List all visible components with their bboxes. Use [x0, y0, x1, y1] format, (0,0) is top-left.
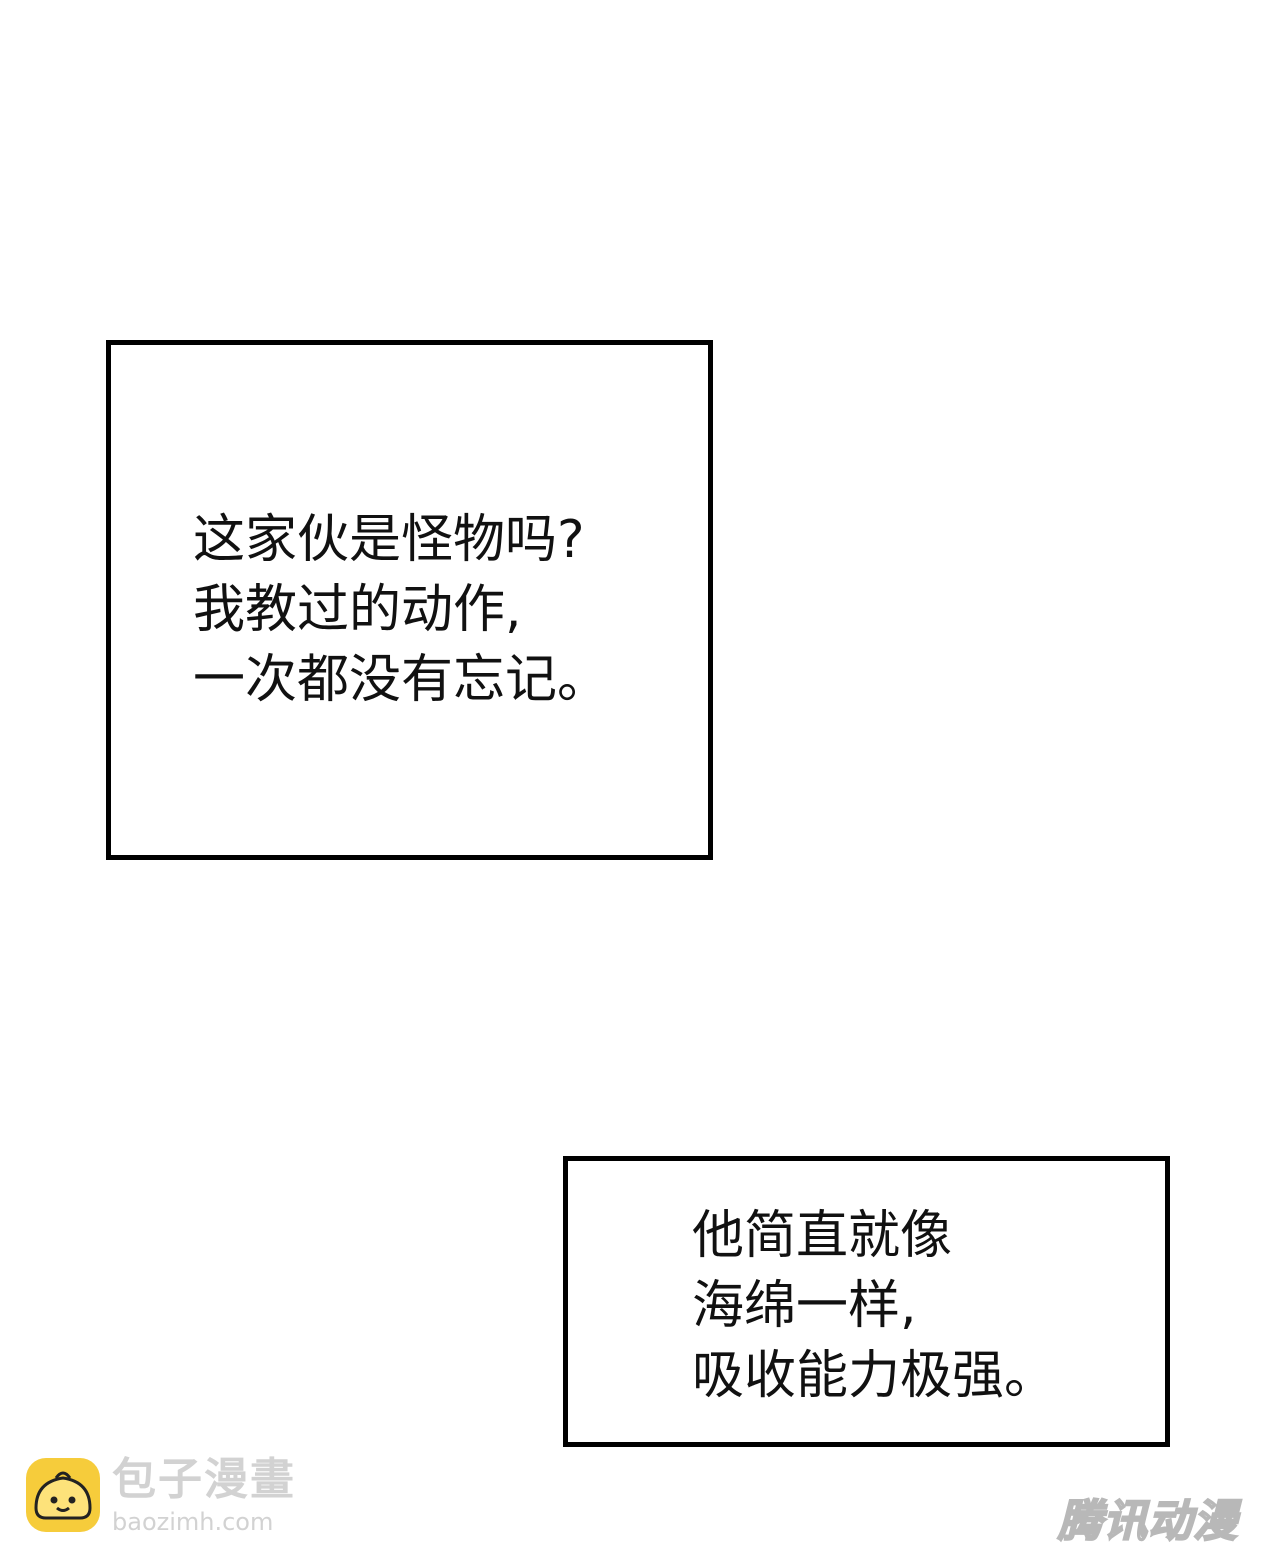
publisher-logo-text: 腾讯动漫	[1057, 1495, 1238, 1548]
site-url: baozimh.com	[112, 1508, 274, 1536]
caption-line: 他简直就像	[692, 1206, 953, 1266]
bun-mascot-icon	[26, 1458, 100, 1532]
caption-line: 一次都没有忘记。	[193, 650, 610, 710]
caption-text: 他简直就像 海绵一样, 吸收能力极强。	[692, 1201, 1056, 1411]
caption-line: 吸收能力极强。	[692, 1346, 1057, 1406]
caption-line: 海绵一样,	[692, 1276, 917, 1336]
caption-line: 这家伙是怪物吗?	[193, 510, 585, 570]
caption-line: 我教过的动作,	[193, 580, 522, 640]
site-watermark: 包子漫畫 baozimh.com	[26, 1454, 326, 1540]
caption-box-2: 他简直就像 海绵一样, 吸收能力极强。	[563, 1156, 1170, 1447]
publisher-watermark: 腾讯动漫	[1057, 1494, 1256, 1554]
site-name: 包子漫畫	[112, 1454, 296, 1505]
caption-box-1: 这家伙是怪物吗? 我教过的动作, 一次都没有忘记。	[106, 340, 713, 860]
caption-text: 这家伙是怪物吗? 我教过的动作, 一次都没有忘记。	[193, 505, 609, 715]
